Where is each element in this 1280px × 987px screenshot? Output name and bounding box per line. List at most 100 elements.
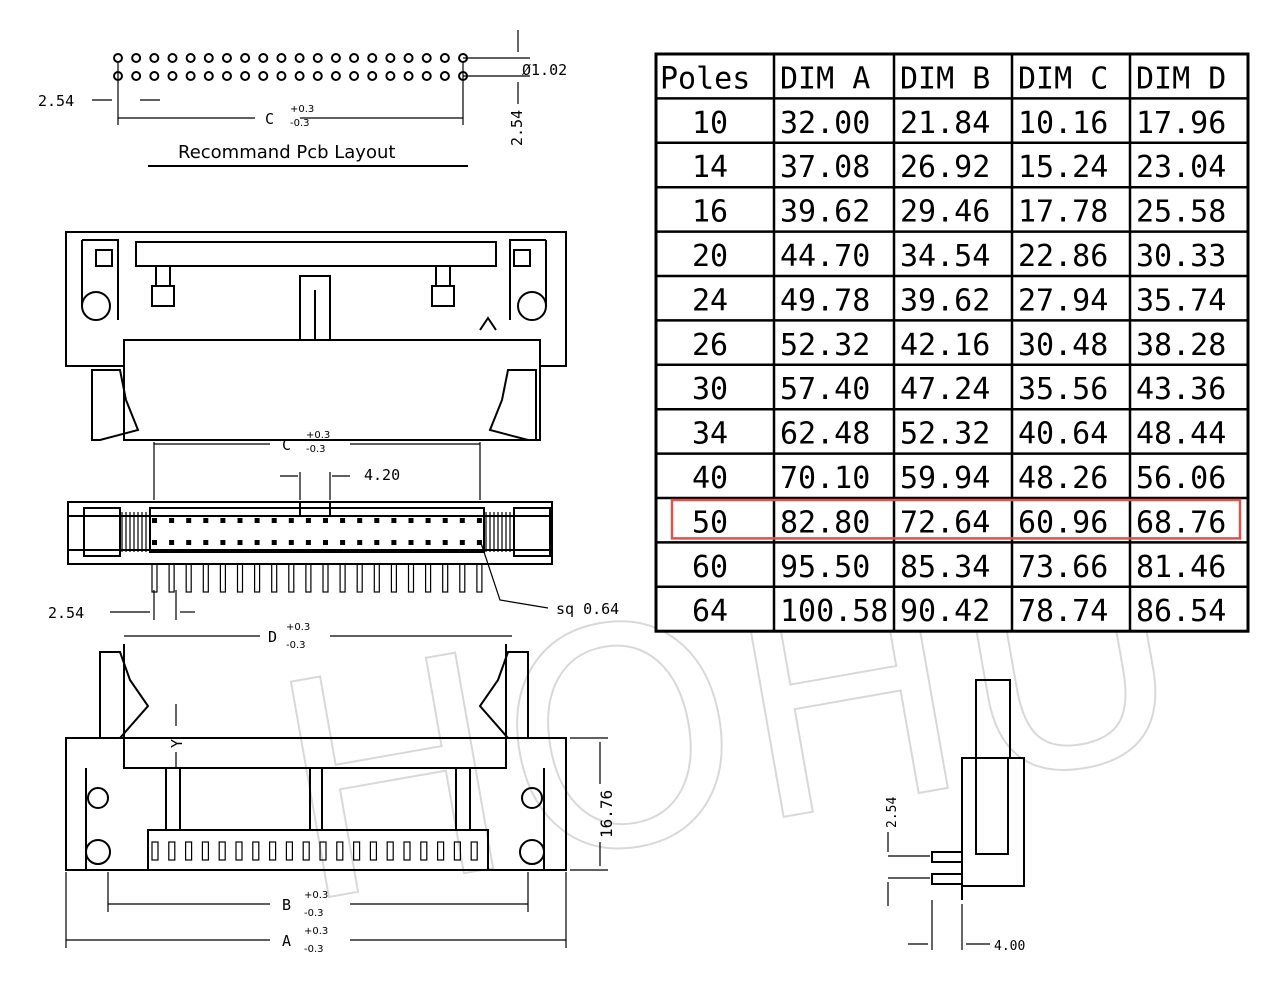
front-pin-tails [151, 563, 483, 593]
pcb-hole [330, 71, 341, 81]
front-pin-hole [152, 540, 157, 545]
pcb-hole [312, 71, 323, 81]
table-poles-cell: 60 [692, 550, 728, 585]
pcb-hole [167, 71, 178, 81]
pcb-dim-c: C [265, 110, 274, 128]
bottom-pin-slot [252, 841, 260, 861]
pcb-hole [240, 71, 251, 81]
table-cell: 56.06 [1136, 461, 1226, 496]
bottom-dim-a: A [282, 932, 291, 950]
front-pin-hole [237, 518, 243, 523]
front-pin-tail [373, 563, 380, 593]
bottom-tol-minus-a: -0.3 [304, 944, 324, 955]
pcb-hole [149, 53, 160, 63]
front-pin-tail [425, 563, 432, 593]
front-pin-hole [305, 540, 311, 545]
bottom-pin-slots [151, 841, 478, 861]
table-cell: 86.54 [1136, 594, 1226, 629]
front-pin-grid [152, 518, 482, 545]
front-pin-hole [442, 540, 448, 545]
table-cell: 22.86 [1018, 239, 1108, 274]
table-cell: 26.92 [900, 150, 990, 185]
pcb-hole [149, 71, 160, 81]
pcb-hole [385, 71, 396, 81]
pcb-hole [367, 71, 378, 81]
table-cell: 47.24 [900, 372, 990, 407]
table-cell: 48.26 [1018, 461, 1108, 496]
table-cell: 90.42 [900, 594, 990, 629]
pcb-hole [113, 53, 123, 63]
pcb-hole [185, 71, 196, 81]
table-cell: 49.78 [780, 283, 870, 318]
table-poles-cell: 64 [692, 594, 728, 629]
table-cell: 37.08 [780, 150, 870, 185]
front-dim-c: C [282, 436, 291, 454]
table-poles-cell: 10 [692, 106, 728, 141]
latch-spring-left [121, 512, 147, 552]
front-pin-hole [459, 518, 465, 523]
table-cell: 48.44 [1136, 417, 1226, 452]
pcb-hole [240, 53, 251, 63]
table-poles-cell: 20 [692, 239, 728, 274]
pcb-hole-grid [113, 53, 469, 81]
bottom-pin-slot [218, 841, 226, 861]
front-pin-hole [271, 540, 277, 545]
table-cell: 29.46 [900, 195, 990, 230]
highlight-row-box [670, 498, 1242, 540]
table-cell: 21.84 [900, 106, 990, 141]
pcb-hole [131, 53, 142, 63]
front-pin-hole [169, 518, 175, 523]
table-cell: 38.28 [1136, 328, 1226, 363]
bottom-tol-minus-d: -0.3 [286, 640, 306, 651]
front-tol-plus: +0.3 [306, 430, 330, 441]
bottom-tol-plus-d: +0.3 [286, 622, 310, 633]
table-cell: 52.32 [780, 328, 870, 363]
front-pin-hole [374, 540, 380, 545]
front-pin-hole [288, 518, 294, 523]
front-pin-tail [476, 563, 483, 593]
table-poles-cell: 40 [692, 461, 728, 496]
front-pin-tail [288, 563, 295, 593]
table-cell: 81.46 [1136, 550, 1226, 585]
table-cell: 17.96 [1136, 106, 1226, 141]
pcb-hole [203, 53, 214, 63]
bottom-pin-slot [235, 841, 243, 861]
front-pin-tail [356, 563, 363, 593]
table-cell: 23.04 [1136, 150, 1226, 185]
front-pin-hole [357, 518, 363, 523]
pcb-hole [221, 71, 232, 81]
pcb-hole [203, 71, 214, 81]
table-cell: 30.48 [1018, 328, 1108, 363]
table-poles-cell: 50 [692, 505, 728, 540]
front-pin-tail [151, 563, 158, 593]
table-cell: 57.40 [780, 372, 870, 407]
pcb-tol-plus: +0.3 [290, 104, 314, 115]
front-pin-hole [288, 540, 294, 545]
table-poles-cell: 30 [692, 372, 728, 407]
front-pin-tail [202, 563, 209, 593]
pcb-hole [221, 53, 232, 63]
table-cell: 27.94 [1018, 283, 1108, 318]
table-cell: 78.74 [1018, 594, 1108, 629]
front-pin-tail [185, 563, 192, 593]
front-pin-hole [271, 518, 277, 523]
bottom-pin-slot [386, 841, 394, 861]
pcb-hole [439, 71, 450, 81]
table-cell: 62.48 [780, 417, 870, 452]
front-pin-hole [323, 540, 328, 545]
front-key-width: 4.20 [364, 466, 400, 484]
table-cell: 95.50 [780, 550, 870, 585]
table-cell: 42.16 [900, 328, 990, 363]
front-pin-hole [476, 518, 482, 523]
bottom-pin-slot [470, 841, 478, 861]
front-pin-tail [254, 563, 261, 593]
table-poles-cell: 34 [692, 417, 728, 452]
front-pin-hole [391, 540, 397, 545]
front-pin-tail [459, 563, 466, 593]
front-pin-hole [323, 518, 328, 523]
front-pin-hole [476, 540, 482, 545]
front-pin-hole [442, 518, 448, 523]
table-poles-cell: 24 [692, 283, 728, 318]
